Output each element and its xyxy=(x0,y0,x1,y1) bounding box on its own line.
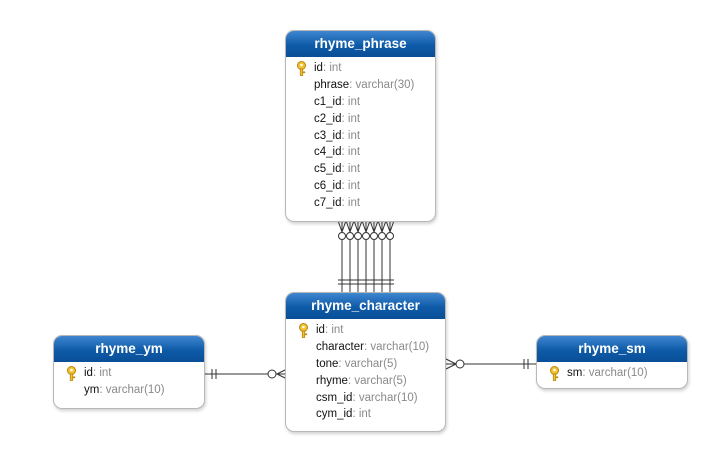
field-type: : int xyxy=(324,324,344,336)
field-type: : int xyxy=(341,197,361,210)
field-type: : int xyxy=(341,129,361,142)
field-type: : varchar(10) xyxy=(582,367,648,379)
field-name: cym_id xyxy=(316,408,353,421)
optional-circle xyxy=(362,232,370,240)
field-row: csm_id: varchar(10) xyxy=(316,390,445,407)
field-row: id: int xyxy=(67,365,204,382)
entity-title: rhyme_character xyxy=(286,293,445,319)
field-name: c7_id xyxy=(314,197,342,210)
field-name: c4_id xyxy=(314,146,342,159)
field-row: ym: varchar(10) xyxy=(84,382,204,399)
field-row: c7_id: int xyxy=(314,195,435,212)
field-name: csm_id xyxy=(316,391,353,404)
field-row: c1_id: int xyxy=(314,94,435,111)
field-name: c5_id xyxy=(314,163,342,176)
entity-rhyme-phrase[interactable]: rhyme_phrase id: int phrase: varchar(30)… xyxy=(285,30,436,222)
field-name: phrase xyxy=(314,78,350,91)
field-row: rhyme: varchar(5) xyxy=(316,373,445,390)
entity-fields: id: int phrase: varchar(30) c1_id: int c… xyxy=(286,57,435,212)
field-type: : int xyxy=(341,146,361,159)
field-row: c3_id: int xyxy=(314,128,435,145)
field-type: : int xyxy=(341,180,361,193)
field-type: : int xyxy=(92,367,112,379)
field-name: sm xyxy=(567,367,583,379)
field-name: c2_id xyxy=(314,112,342,125)
field-type: : varchar(30) xyxy=(349,78,415,91)
field-name: ym xyxy=(84,383,100,396)
field-row: c6_id: int xyxy=(314,178,435,195)
field-row: character: varchar(10) xyxy=(316,339,445,356)
entity-rhyme-sm[interactable]: rhyme_sm sm: varchar(10) xyxy=(536,335,688,389)
field-row: cym_id: int xyxy=(316,406,445,423)
character-sm-link xyxy=(445,358,536,370)
optional-circle xyxy=(338,232,346,240)
field-row: c4_id: int xyxy=(314,144,435,161)
field-row: c2_id: int xyxy=(314,111,435,128)
primary-key-icon xyxy=(65,366,78,381)
optional-circle xyxy=(378,232,386,240)
field-row: phrase: varchar(30) xyxy=(314,77,435,94)
optional-circle xyxy=(386,232,394,240)
field-type: : varchar(10) xyxy=(352,391,418,404)
field-row: c5_id: int xyxy=(314,161,435,178)
primary-key-icon xyxy=(295,61,308,76)
ym-character-link xyxy=(205,368,288,380)
entity-title: rhyme_sm xyxy=(537,336,687,362)
field-type: : int xyxy=(352,408,371,421)
field-name: id xyxy=(316,324,325,336)
primary-key-icon xyxy=(548,366,561,381)
field-row: id: int xyxy=(299,322,445,339)
optional-circle xyxy=(370,232,378,240)
field-type: : varchar(10) xyxy=(363,340,430,353)
entity-title: rhyme_phrase xyxy=(286,31,435,57)
field-type: : varchar(10) xyxy=(99,383,165,396)
entity-fields: id: int ym: varchar(10) xyxy=(54,362,204,399)
field-type: : varchar(5) xyxy=(347,374,407,387)
field-name: rhyme xyxy=(316,374,348,387)
field-name: id xyxy=(314,62,323,74)
entity-rhyme-ym[interactable]: rhyme_ym id: int ym: varchar(10) xyxy=(53,335,205,409)
primary-key-icon xyxy=(297,323,310,338)
field-type: : varchar(5) xyxy=(338,357,398,370)
field-name: c1_id xyxy=(314,95,342,108)
field-row: sm: varchar(10) xyxy=(550,365,687,382)
field-name: c6_id xyxy=(314,180,342,193)
field-type: : int xyxy=(341,95,361,108)
entity-rhyme-character[interactable]: rhyme_character id: int character: varch… xyxy=(285,292,446,432)
optional-circle xyxy=(346,232,354,240)
field-type: : int xyxy=(341,163,361,176)
entity-fields: sm: varchar(10) xyxy=(537,362,687,382)
field-name: character xyxy=(316,340,364,353)
field-name: tone xyxy=(316,357,339,370)
entity-title: rhyme_ym xyxy=(54,336,204,362)
optional-circle xyxy=(354,232,362,240)
field-row: id: int xyxy=(297,60,435,77)
field-type: : int xyxy=(322,62,342,74)
field-row: tone: varchar(5) xyxy=(316,356,445,373)
field-name: id xyxy=(84,367,93,379)
entity-fields: id: int character: varchar(10) tone: var… xyxy=(286,319,445,423)
phrase-character-links xyxy=(338,221,394,292)
field-type: : int xyxy=(341,112,361,125)
field-name: c3_id xyxy=(314,129,342,142)
